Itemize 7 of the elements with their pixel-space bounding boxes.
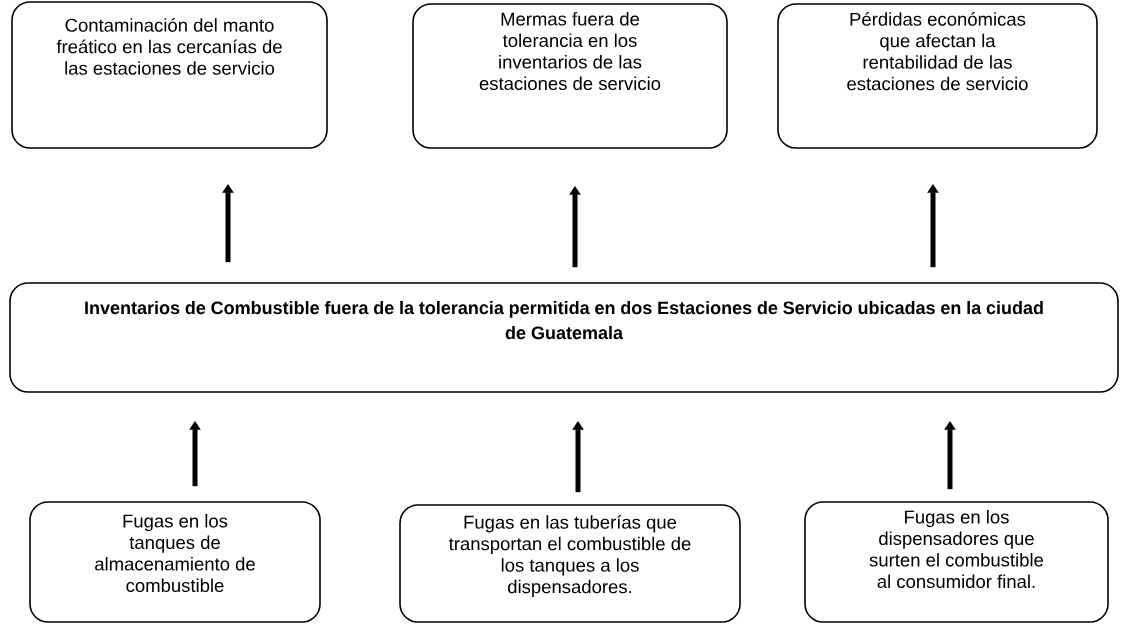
- effect-box: Pérdidas económicas que afectan la rentabilidad de las estaciones de servicio: [777, 3, 1098, 149]
- effect-box: Mermas fuera de tolerancia en los inventarios de las estaciones de servicio: [412, 3, 728, 149]
- cause-box: Fugas en los tanques de almacenamiento de combustible: [29, 501, 321, 623]
- cause-box: Fugas en las tuberías que transportan el combustible de los tanques a los dispensadores.: [399, 504, 741, 623]
- cause-box: Fugas en los dispensadores que surten el combustible al consumidor final.: [804, 501, 1109, 623]
- effect-box: Contaminación del manto freático en las cercanías de las estaciones de servicio: [11, 1, 328, 149]
- problem-box: Inventarios de Combustible fuera de la tolerancia permitida en dos Estaciones de Servicio ubicadas en la ciudad de Guatemala: [9, 282, 1119, 393]
